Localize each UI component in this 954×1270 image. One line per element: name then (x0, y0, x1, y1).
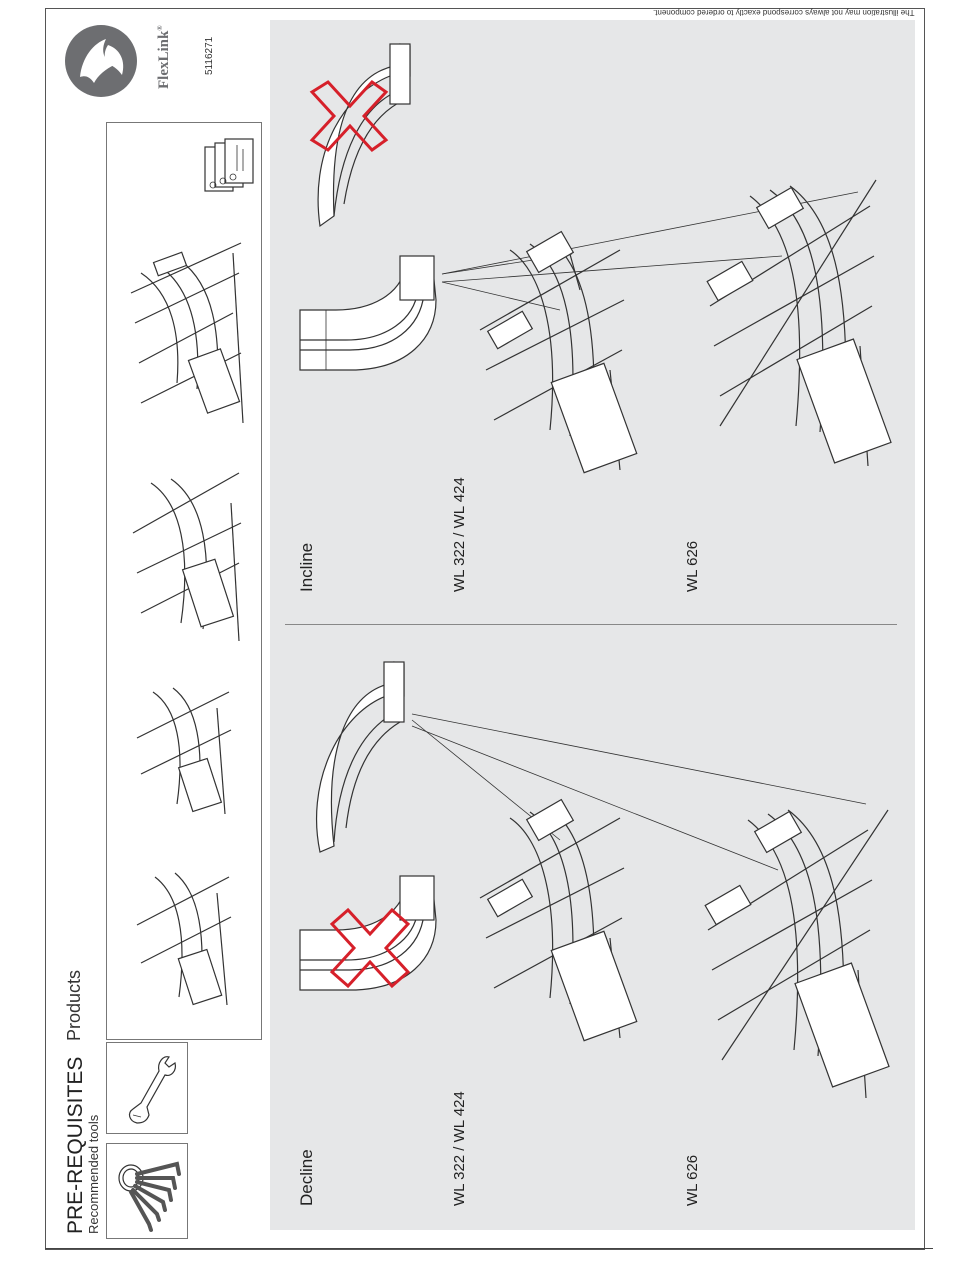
product-4-long (130, 242, 244, 424)
product-3-long (132, 472, 242, 642)
wrong-bend-decline (299, 875, 437, 991)
conveyor-decline-wl322 (479, 798, 638, 1042)
conveyor-decline-wl626 (704, 809, 890, 1099)
correct-bend-incline (299, 255, 437, 371)
red-cross-icon (309, 80, 389, 152)
tool-box-wrench (106, 1042, 188, 1134)
left-column: PRE-REQUISITES Recommended tools Product… (46, 9, 270, 1249)
red-cross-icon (329, 907, 411, 989)
tool-box-hex-keys (106, 1143, 188, 1239)
wrong-bend-incline-top (309, 43, 411, 228)
documents-icon (204, 138, 254, 192)
open-end-wrench-icon (128, 1056, 176, 1124)
bottom-rule (45, 1248, 933, 1249)
flexlink-logo-mark (65, 25, 137, 97)
conveyor-incline-wl626 (706, 179, 892, 467)
conveyor-incline-wl322 (479, 230, 638, 474)
page-frame (45, 8, 925, 1250)
section-divider (285, 624, 897, 625)
bend-decline-top (316, 661, 405, 853)
hex-key-set-icon (118, 1161, 181, 1232)
product-2-short (136, 687, 232, 815)
product-1-short (136, 872, 232, 1006)
products-box (106, 122, 262, 1040)
flexlink-logo: FlexLink® 5116271 (64, 21, 234, 111)
